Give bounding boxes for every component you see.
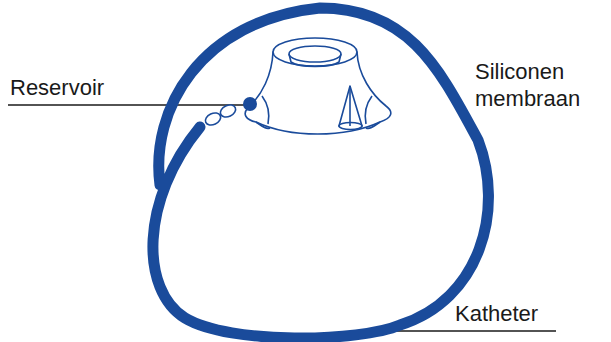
catheter-tube (153, 8, 489, 338)
connector-dot (243, 97, 257, 111)
leader-line (8, 104, 262, 105)
part-label: Reservoir (10, 74, 104, 101)
part-label: Siliconen membraan (475, 58, 590, 112)
reservoir-body (245, 38, 391, 134)
part-label: Katheter (455, 300, 538, 327)
connector-bead (203, 111, 222, 128)
